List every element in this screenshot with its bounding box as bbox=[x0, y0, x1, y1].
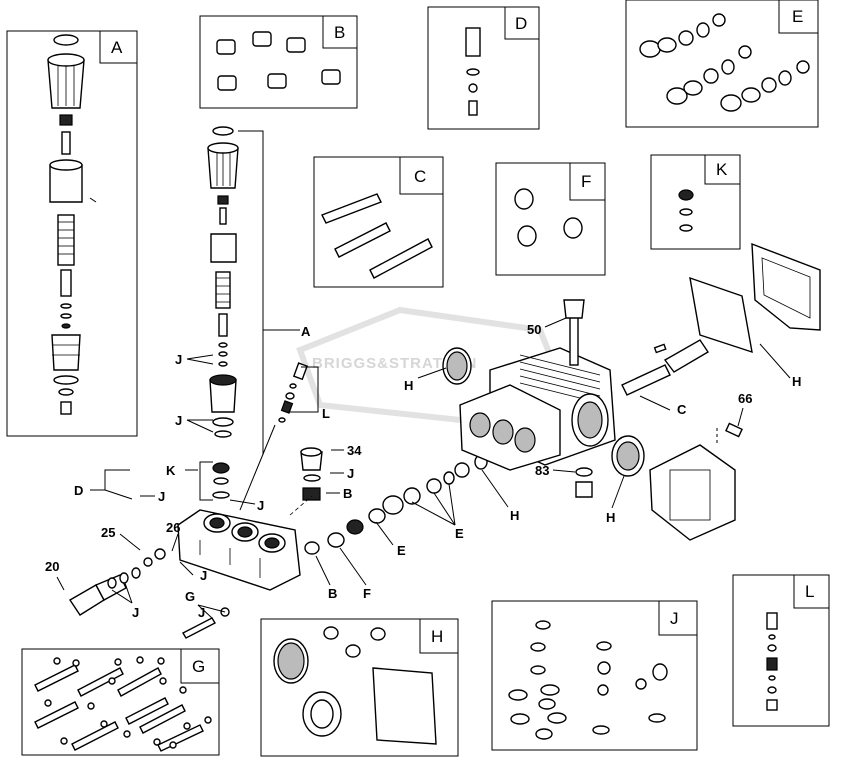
kit-box-g: G bbox=[21, 648, 220, 756]
callout-j-mid: J bbox=[347, 466, 354, 481]
kit-letter-j: J bbox=[670, 609, 679, 628]
callout-e-mid: E bbox=[455, 526, 464, 541]
l-assembly-parts bbox=[239, 362, 319, 511]
kit-box-d: D bbox=[427, 6, 540, 130]
manifold bbox=[143, 509, 301, 591]
callout-j-g: J bbox=[198, 605, 205, 620]
callout-labels: A J J L H 50 C H 66 83 34 J B K J D J 25… bbox=[45, 322, 801, 620]
callout-26: 26 bbox=[166, 520, 180, 535]
kit-box-f: F bbox=[495, 162, 606, 276]
callout-e-low: E bbox=[397, 543, 406, 558]
kit-letter-k: K bbox=[716, 160, 728, 179]
plunger-seal-row bbox=[346, 454, 488, 535]
callout-j-26: J bbox=[200, 568, 207, 583]
kit-letter-b: B bbox=[334, 23, 345, 42]
inlet-fitting bbox=[56, 567, 141, 616]
kit-box-c: C bbox=[313, 156, 444, 288]
callout-83: 83 bbox=[535, 463, 549, 478]
callout-j-k: J bbox=[257, 498, 264, 513]
kit-letter-g: G bbox=[192, 657, 205, 676]
check-valve-parts bbox=[289, 447, 345, 555]
leader-lines bbox=[90, 317, 791, 619]
callout-g: G bbox=[185, 589, 195, 604]
callout-h-low: H bbox=[510, 508, 519, 523]
kit-box-h: H bbox=[260, 618, 459, 757]
callout-20: 20 bbox=[45, 559, 59, 574]
kit-letter-a: A bbox=[111, 38, 123, 57]
crankcase bbox=[459, 299, 709, 471]
rear-cover-parts bbox=[575, 422, 743, 541]
callout-l: L bbox=[322, 406, 330, 421]
callout-c: C bbox=[677, 402, 687, 417]
kit-box-j: J bbox=[491, 600, 698, 751]
callout-50: 50 bbox=[527, 322, 541, 337]
callout-j-d: J bbox=[158, 489, 165, 504]
callout-f: F bbox=[363, 586, 371, 601]
kit-k-parts bbox=[199, 461, 230, 501]
callout-j-20: J bbox=[132, 605, 139, 620]
watermark-text: BRIGGS&STRATTON bbox=[312, 355, 477, 372]
callout-j-left1: J bbox=[175, 352, 182, 367]
callout-h-seal: H bbox=[606, 510, 615, 525]
callout-b-mid: B bbox=[343, 486, 352, 501]
kit-letter-l: L bbox=[805, 582, 814, 601]
kit-letter-f: F bbox=[581, 172, 591, 191]
kit-letter-d: D bbox=[515, 14, 527, 33]
callout-h-right: H bbox=[792, 374, 801, 389]
kit-letter-h: H bbox=[431, 627, 443, 646]
callout-66: 66 bbox=[738, 391, 752, 406]
gasket-and-cover bbox=[442, 242, 821, 385]
callout-a: A bbox=[301, 324, 311, 339]
kit-box-b: B bbox=[199, 15, 358, 109]
kit-box-e: E bbox=[625, 0, 819, 128]
callout-k: K bbox=[166, 463, 176, 478]
kit-box-a: A bbox=[6, 30, 138, 437]
main-unloader-assembly bbox=[207, 126, 300, 455]
kit-letter-c: C bbox=[414, 167, 426, 186]
callout-b-low: B bbox=[328, 586, 337, 601]
callout-d: D bbox=[74, 483, 83, 498]
callout-25: 25 bbox=[101, 525, 115, 540]
callout-h-top: H bbox=[404, 378, 413, 393]
kit-letter-e: E bbox=[792, 7, 803, 26]
kit-box-k: K bbox=[650, 154, 741, 250]
kit-box-l: L bbox=[732, 574, 830, 727]
callout-34: 34 bbox=[347, 443, 362, 458]
callout-j-left2: J bbox=[175, 413, 182, 428]
